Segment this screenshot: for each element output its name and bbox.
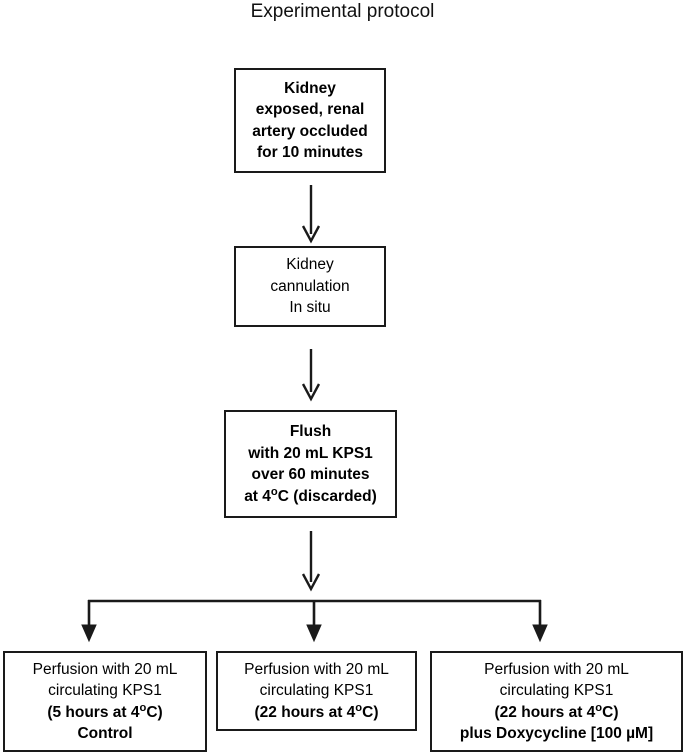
node-line: Kidney bbox=[286, 256, 334, 274]
arrow-cannulation-to-flush bbox=[301, 349, 321, 402]
node-perfusion-doxycycline[interactable]: Perfusion with 20 mL circulating KPS1 (2… bbox=[430, 651, 683, 752]
node-line: In situ bbox=[289, 299, 331, 317]
figure-title: Experimental protocol bbox=[250, 1, 435, 22]
node-line: Kidney bbox=[284, 79, 336, 97]
node-line: at 4oC (discarded) bbox=[244, 485, 377, 505]
node-line: circulating KPS1 bbox=[499, 682, 614, 699]
node-kidney-cannulation[interactable]: Kidney cannulation In situ bbox=[234, 246, 386, 327]
node-line: over 60 minutes bbox=[251, 466, 370, 483]
node-line: (22 hours at 4oC) bbox=[494, 701, 619, 721]
degree-symbol: o bbox=[355, 701, 363, 714]
node-line: circulating KPS1 bbox=[259, 682, 374, 700]
branch-split-to-22h bbox=[306, 600, 322, 643]
arrow-ischemia-to-cannulation bbox=[301, 185, 321, 244]
degree-symbol: o bbox=[139, 701, 147, 714]
node-line: plus Doxycycline [100 µM] bbox=[459, 725, 654, 742]
node-line: exposed, renal bbox=[255, 101, 365, 118]
node-line: for 10 minutes bbox=[257, 144, 363, 161]
node-perfusion-22h[interactable]: Perfusion with 20 mL circulating KPS1 (2… bbox=[216, 651, 417, 731]
node-line: artery occluded bbox=[252, 122, 368, 140]
node-line: Perfusion with 20 mL bbox=[32, 660, 178, 678]
node-line: cannulation bbox=[270, 277, 350, 295]
node-perfusion-control[interactable]: Perfusion with 20 mL circulating KPS1 (5… bbox=[3, 651, 207, 752]
degree-symbol: o bbox=[595, 701, 603, 714]
node-line: Perfusion with 20 mL bbox=[484, 660, 629, 678]
node-line: Perfusion with 20 mL bbox=[244, 660, 389, 678]
node-line: with 20 mL KPS1 bbox=[248, 444, 373, 462]
node-line: (5 hours at 4oC) bbox=[47, 701, 163, 721]
branch-split-to-control bbox=[81, 600, 97, 643]
node-kidney-ischemia[interactable]: Kidney exposed, renal artery occluded fo… bbox=[234, 68, 386, 173]
arrow-flush-to-split bbox=[301, 531, 321, 592]
node-line: Flush bbox=[289, 423, 332, 440]
node-kps1-flush[interactable]: Flush with 20 mL KPS1 over 60 minutes at… bbox=[224, 410, 397, 518]
node-line: Control bbox=[77, 725, 133, 742]
degree-symbol: o bbox=[270, 485, 278, 498]
node-line: circulating KPS1 bbox=[48, 682, 162, 699]
node-line: (22 hours at 4oC) bbox=[254, 701, 379, 721]
branch-split-to-doxycycline bbox=[532, 600, 548, 643]
